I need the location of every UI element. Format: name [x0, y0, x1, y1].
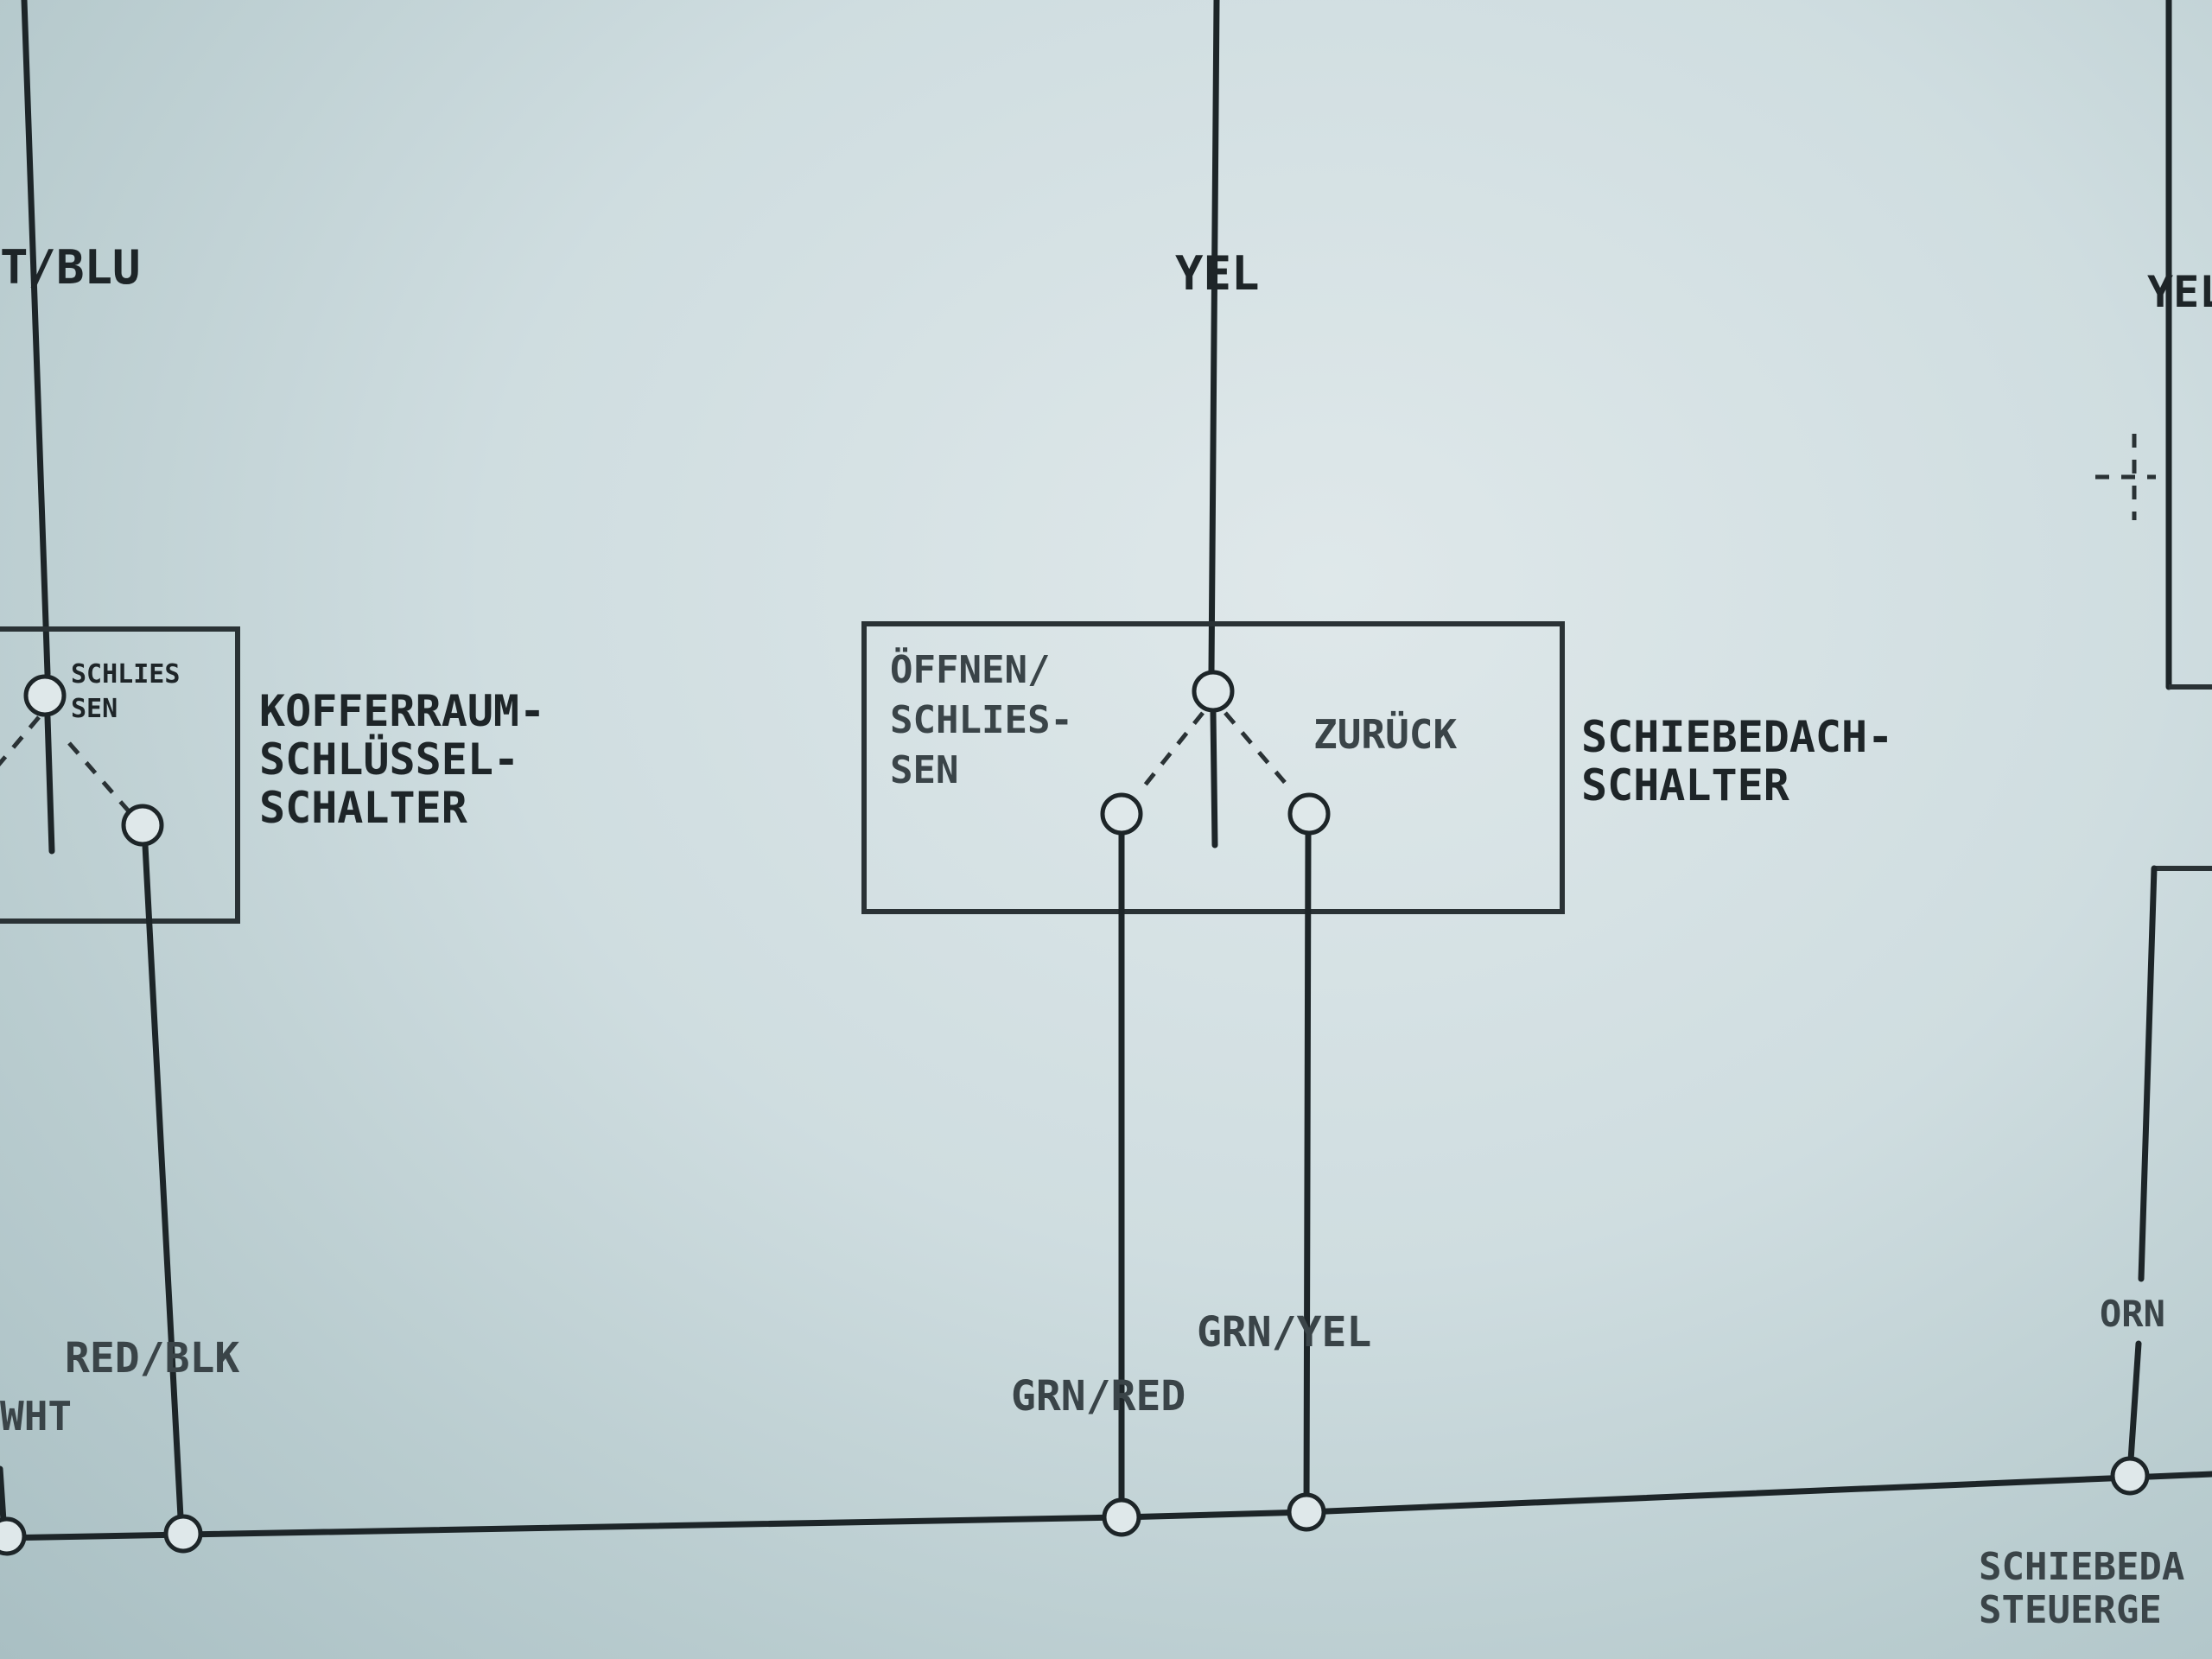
wire-label-right-top: YEL [2147, 267, 2212, 317]
trunk-switch-name-2: SCHLÜSSEL- [259, 734, 519, 785]
wire-left-top [21, 0, 51, 677]
wire-left-inner [44, 714, 55, 855]
wire-grn-yel [1303, 830, 1312, 1517]
ground-node-wht [0, 1516, 27, 1556]
wire-label-center-top: YEL [1175, 246, 1260, 301]
sunroof-switch-contact-back [1224, 711, 1294, 792]
control-unit-label-2: STEUERGE [1979, 1588, 2162, 1632]
trunk-switch-inner-label-1: SCHLIES [71, 659, 180, 690]
sunroof-switch-pivot [1210, 709, 1218, 849]
ground-node-grn-red [1102, 1497, 1141, 1537]
trunk-switch-contact-left [0, 715, 41, 767]
trunk-switch-common-terminal [23, 674, 67, 717]
sunroof-switch-contact-open [1139, 711, 1205, 792]
trunk-switch-inner-label-2: SEN [71, 694, 118, 724]
trunk-switch-out-terminal [121, 804, 164, 847]
ground-node-orn [2110, 1456, 2150, 1496]
right-lower-box-side [2138, 865, 2158, 1282]
trunk-switch-name-1: KOFFERRAUM- [259, 686, 545, 736]
wire-red-blk [142, 842, 185, 1537]
sunroof-switch-name-1: SCHIEBEDACH- [1581, 712, 1893, 762]
wire-yel-center [1208, 0, 1220, 676]
ground-node-red-blk [163, 1514, 203, 1554]
sunroof-switch-common-terminal [1192, 670, 1235, 713]
sunroof-back-label: ZURÜCK [1313, 711, 1457, 758]
sunroof-switch-name-2: SCHALTER [1581, 760, 1790, 810]
trunk-switch-name-3: SCHALTER [259, 783, 468, 833]
wire-label-left-top: T/BLU [0, 240, 141, 295]
sunroof-switch-back-terminal [1287, 792, 1331, 836]
wire-orn [2126, 1340, 2142, 1477]
sunroof-switch-open-terminal [1100, 792, 1143, 836]
sunroof-open-close-3: SEN [890, 748, 958, 792]
wire-label-orn: ORN [2100, 1293, 2165, 1335]
wire-label-red-blk: RED/BLK [65, 1334, 239, 1382]
wire-label-wht: WHT [0, 1393, 72, 1440]
trunk-switch-contact-right [67, 741, 131, 814]
sunroof-open-close-2: SCHLIES- [890, 698, 1073, 742]
sunroof-switch-box [861, 621, 1565, 914]
wire-label-grn-red: GRN/RED [1011, 1372, 1185, 1421]
sunroof-open-close-1: ÖFFNEN/ [890, 646, 1050, 692]
trunk-switch-box [0, 626, 240, 924]
control-unit-label-1: SCHIEBEDA [1979, 1545, 2184, 1589]
wire-label-grn-yel: GRN/YEL [1197, 1308, 1371, 1357]
ground-node-grn-yel [1287, 1492, 1326, 1532]
